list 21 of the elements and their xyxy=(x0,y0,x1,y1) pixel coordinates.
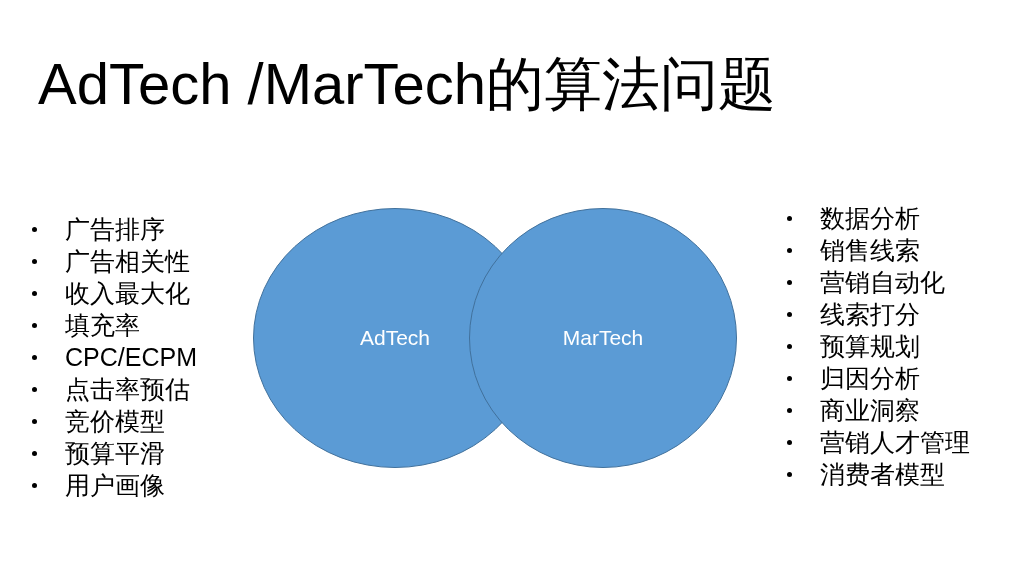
list-item: 归因分析 xyxy=(820,363,920,394)
list-item: 数据分析 xyxy=(820,203,920,234)
circle-label: MarTech xyxy=(561,326,645,350)
list-item: 线索打分 xyxy=(820,299,920,330)
list-item: 消费者模型 xyxy=(820,459,945,490)
list-item: 广告相关性 xyxy=(65,246,190,277)
list-item: 营销人才管理 xyxy=(820,427,970,458)
list-item: 收入最大化 xyxy=(65,278,190,309)
list-item: CPC/ECPM xyxy=(65,342,197,373)
list-item: 营销自动化 xyxy=(820,267,945,298)
circle-label: AdTech xyxy=(358,326,431,350)
list-item: 销售线索 xyxy=(820,235,920,266)
list-item: 填充率 xyxy=(65,310,140,341)
list-item: 点击率预估 xyxy=(65,374,190,405)
list-item: 商业洞察 xyxy=(820,395,920,426)
list-item: 用户画像 xyxy=(65,470,165,501)
list-item: 预算平滑 xyxy=(65,438,165,469)
list-item: 预算规划 xyxy=(820,331,920,362)
title: AdTech /MarTech的算法问题 xyxy=(38,52,777,116)
list-item: 竞价模型 xyxy=(65,406,165,437)
list-item: 广告排序 xyxy=(65,214,165,245)
